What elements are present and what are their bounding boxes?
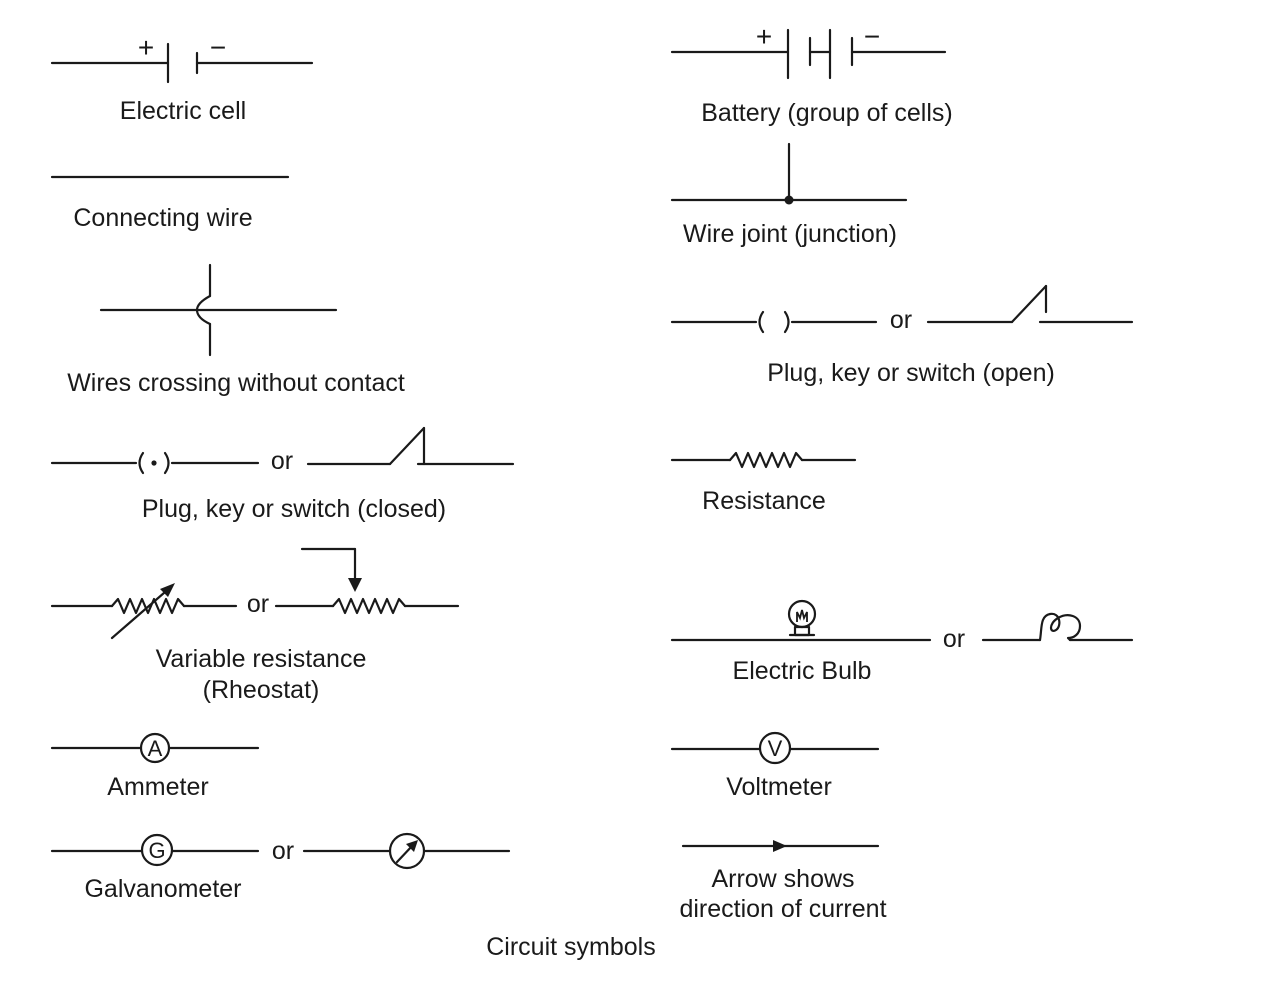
voltmeter-symbol: V [670, 731, 880, 765]
battery-label: Battery (group of cells) [701, 99, 953, 127]
switch-open-symbol [670, 310, 878, 334]
electric-bulb-alt-symbol [981, 612, 1134, 642]
or-connector: or [943, 625, 965, 653]
wire-joint-label: Wire joint (junction) [683, 220, 897, 248]
switch-closed-symbol [50, 451, 260, 475]
cell-plus-sign: + [138, 32, 154, 63]
or-connector: or [247, 590, 269, 618]
galvanometer-alt-symbol [302, 832, 511, 870]
electric-bulb-symbol [670, 599, 932, 642]
galvanometer-label: Galvanometer [84, 875, 241, 903]
electric-bulb-label: Electric Bulb [733, 657, 872, 685]
ammeter-symbol: A [50, 732, 260, 764]
rheostat-label-line1: Variable resistance [156, 645, 367, 673]
current-arrow-label-line2: direction of current [679, 895, 886, 923]
resistance-label: Resistance [702, 487, 826, 515]
battery-symbol: + − [670, 21, 947, 80]
current-arrow-label-line1: Arrow shows [711, 865, 854, 893]
wires-crossing-label: Wires crossing without contact [67, 369, 405, 397]
cell-minus-sign: − [210, 32, 226, 63]
wires-crossing-symbol [99, 263, 338, 357]
galvanometer-symbol: G [50, 833, 260, 867]
electric-cell-symbol: + − [50, 32, 314, 84]
rheostat-symbol [50, 583, 238, 640]
voltmeter-letter: V [768, 736, 783, 761]
figure-caption: Circuit symbols [486, 933, 655, 961]
resistance-symbol [670, 451, 857, 469]
or-connector: or [271, 447, 293, 475]
galvanometer-letter: G [148, 838, 165, 863]
rheostat-label-line2: (Rheostat) [203, 676, 320, 704]
electric-cell-label: Electric cell [120, 97, 246, 125]
current-arrow-symbol [681, 840, 880, 852]
voltmeter-label: Voltmeter [726, 773, 832, 801]
ammeter-label: Ammeter [107, 773, 208, 801]
rheostat-alt-symbol [274, 547, 460, 615]
battery-plus-sign: + [756, 21, 772, 52]
switch-closed-alt-symbol [306, 426, 515, 466]
connecting-wire-label: Connecting wire [73, 204, 252, 232]
or-connector: or [890, 306, 912, 334]
wire-joint-symbol [670, 142, 908, 205]
switch-open-alt-symbol [926, 284, 1134, 324]
ammeter-letter: A [148, 736, 163, 761]
battery-minus-sign: − [864, 21, 880, 52]
switch-closed-label: Plug, key or switch (closed) [142, 495, 446, 523]
or-connector: or [272, 837, 294, 865]
switch-open-label: Plug, key or switch (open) [767, 359, 1055, 387]
